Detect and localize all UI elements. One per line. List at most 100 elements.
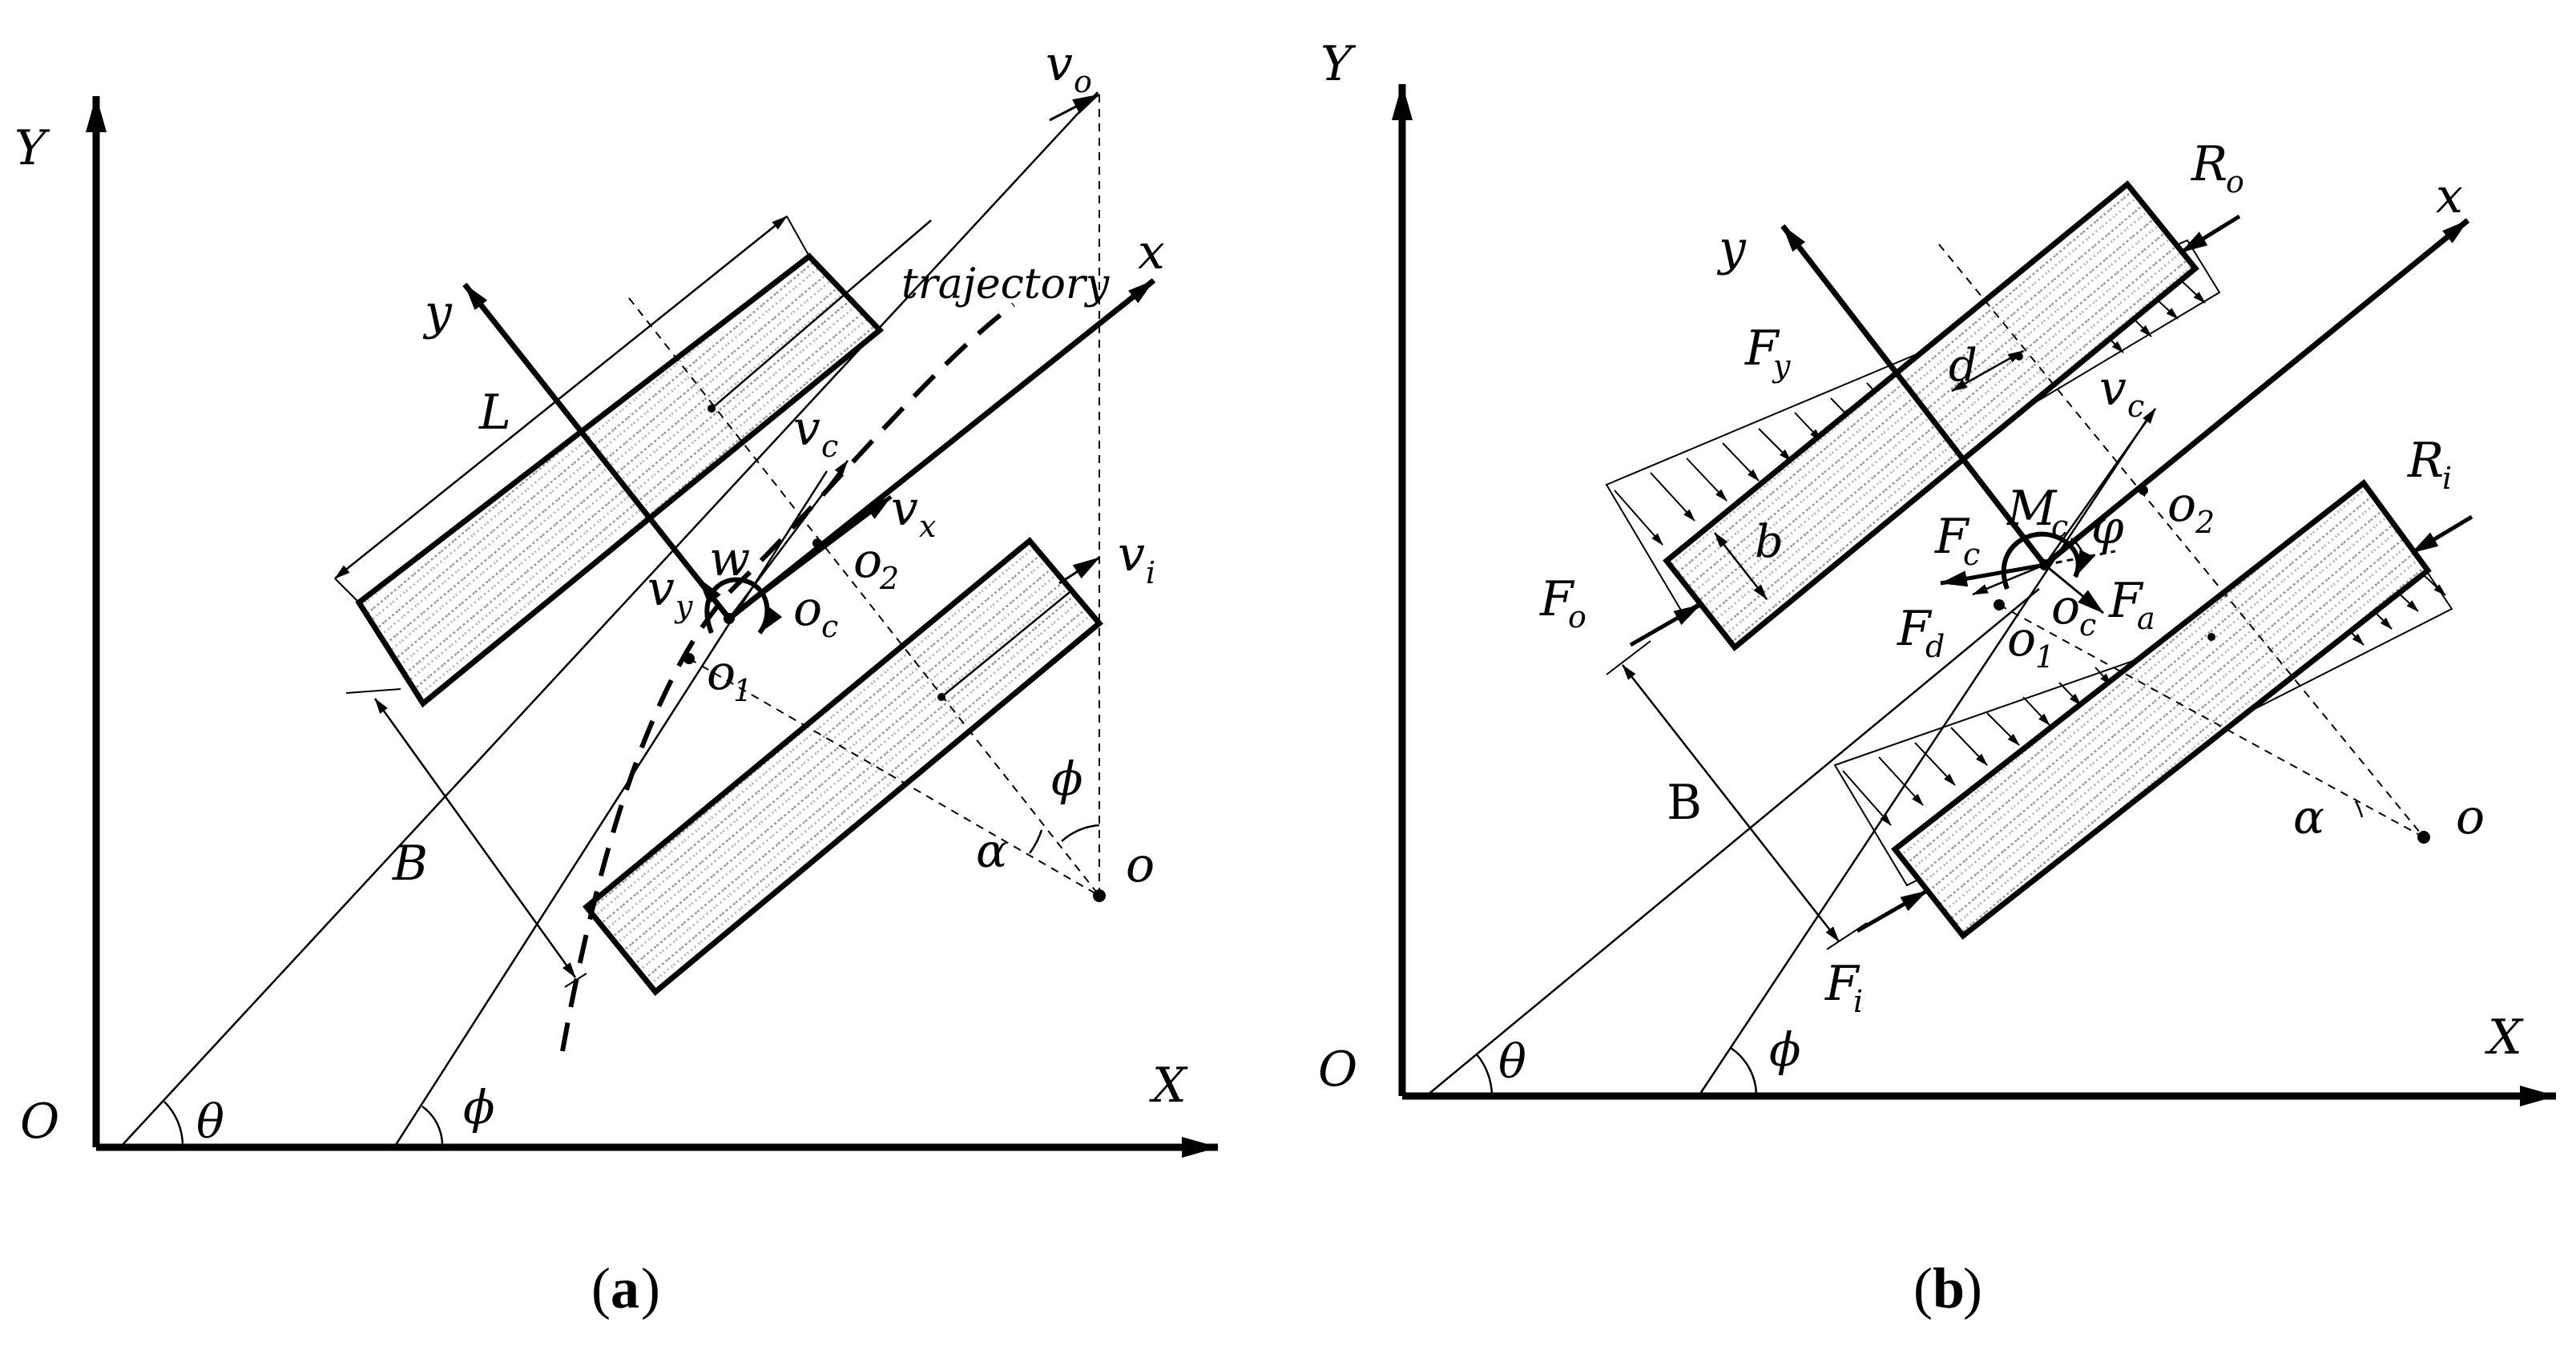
a-arc-theta: [163, 1101, 184, 1148]
svg-text:a: a: [611, 1256, 639, 1320]
a-point-oc: [724, 613, 735, 624]
b-axis-body-x: [2042, 218, 2470, 567]
a-point-inner-mid: [937, 693, 945, 701]
svg-text:): ): [641, 1256, 660, 1320]
b-label-X: X: [2485, 1009, 2524, 1066]
b-Ri-arrow: [2410, 514, 2473, 555]
a-trajectory: [560, 302, 1015, 1052]
a-label-Y: Y: [14, 120, 50, 176]
b-point-inner-mid: [2207, 633, 2215, 641]
svg-text:c: c: [1963, 537, 1980, 572]
b-label-theta: θ: [1498, 1034, 1526, 1089]
a-point-o2: [812, 538, 822, 548]
a-track-outer-centerline: [711, 220, 932, 409]
b-label-Fc: F c: [1934, 509, 1980, 572]
a-label-o1: o 1: [707, 645, 752, 708]
a-dim-B: [373, 698, 577, 978]
svg-text:F: F: [1824, 956, 1860, 1012]
svg-text:v: v: [647, 561, 675, 617]
a-axis-body-x: [727, 278, 1156, 621]
svg-text:1: 1: [2035, 639, 2054, 675]
b-label-Fi: F i: [1824, 956, 1863, 1019]
b-label-B: B: [1667, 775, 1702, 831]
b-dim-B: [1622, 664, 1840, 942]
svg-text:o: o: [2226, 164, 2244, 199]
b-label-O: O: [1318, 1042, 1357, 1098]
b-label-Fo: F o: [1539, 571, 1586, 635]
a-label-L: L: [478, 385, 511, 441]
a-dim-L-ext2: [786, 216, 810, 257]
b-Fc-arrow: [1940, 562, 2046, 587]
a-label-X: X: [1149, 1058, 1188, 1114]
svg-text:y: y: [1772, 349, 1791, 384]
b-label-b: b: [1755, 516, 1784, 568]
b-dim-B-ext1: [1606, 640, 1651, 675]
svg-text:o: o: [707, 645, 736, 701]
svg-text:F: F: [1744, 320, 1780, 377]
b-pressure-inner-arrows: [1842, 572, 2446, 826]
svg-text:o: o: [2007, 611, 2036, 667]
b-pressure-outer-arrows: [1614, 280, 2206, 546]
svg-text:F: F: [1897, 601, 1933, 657]
a-label-o2: o 2: [853, 533, 899, 596]
a-label-vy: v y: [647, 561, 693, 624]
a-dashed-mid: [628, 297, 1100, 897]
b-label-o2: o 2: [2167, 477, 2215, 540]
a-label-vo: v o: [1046, 36, 1092, 99]
a-vc-arrow: [728, 460, 849, 619]
b-label-Mc: M c: [2006, 481, 2068, 544]
a-label-O: O: [20, 1094, 59, 1150]
svg-text:i: i: [1853, 984, 1863, 1019]
b-label-oc: o c: [2051, 579, 2096, 643]
a-arc-phi: [421, 1105, 444, 1148]
a-dim-B-ext1: [345, 688, 401, 694]
b-label-d: d: [1949, 340, 1977, 392]
svg-text:x: x: [919, 509, 936, 544]
b-line-phi: [1697, 416, 2151, 1097]
b-arc-theta: [1476, 1054, 1494, 1097]
svg-text:o: o: [1568, 599, 1586, 635]
a-caption: ( a ): [591, 1256, 660, 1320]
a-label-trajectory: trajectory: [901, 260, 1110, 308]
b-arc-phi: [1730, 1046, 1758, 1097]
b-dim-d: [1951, 349, 2024, 393]
b-label-o1: o 1: [2007, 611, 2054, 675]
svg-text:c: c: [2127, 389, 2144, 424]
a-label-oc: o c: [793, 581, 838, 644]
panel-b: Y X O θ ϕ: [1318, 36, 2557, 1320]
svg-text:R: R: [2407, 433, 2444, 489]
b-label-alpha: α: [2293, 790, 2324, 844]
a-label-B: B: [392, 836, 428, 892]
a-track-inner: [583, 537, 1103, 996]
a-dim-L-ext1: [334, 578, 360, 603]
b-varphi-arc: [2070, 538, 2085, 555]
b-point-o1: [1993, 599, 2005, 611]
svg-text:o: o: [1074, 64, 1092, 99]
a-track-inner-centerline: [941, 588, 1074, 698]
svg-text:c: c: [2079, 607, 2096, 643]
svg-text:o: o: [2167, 477, 2196, 533]
b-Fa-arrow: [2044, 563, 2104, 615]
b-dim-b: [1714, 532, 1768, 600]
b-Fd-arrow: [1972, 563, 2046, 596]
a-w-arc: [704, 577, 783, 635]
b-label-y: y: [1716, 220, 1747, 276]
a-label-w: w: [709, 531, 750, 587]
b-point-o: [2417, 831, 2430, 844]
a-axis-body-y: [462, 282, 732, 621]
a-point-o1: [683, 653, 695, 664]
svg-text:o: o: [793, 581, 822, 637]
b-Fo-arrow: [1629, 602, 1702, 647]
a-label-phi-right: ϕ: [1051, 752, 1083, 806]
b-label-phi-bottom: ϕ: [1769, 1022, 1801, 1077]
b-dashed-mid: [1938, 244, 2425, 838]
a-dashed-o1-o: [688, 658, 1100, 897]
svg-text:c: c: [821, 609, 838, 644]
b-label-Ro: R o: [2191, 136, 2244, 199]
a-label-vc: v c: [793, 401, 838, 464]
a-label-x: x: [1138, 224, 1165, 280]
svg-text:i: i: [1146, 555, 1155, 590]
svg-text:F: F: [1539, 571, 1575, 627]
svg-text:v: v: [891, 481, 918, 537]
